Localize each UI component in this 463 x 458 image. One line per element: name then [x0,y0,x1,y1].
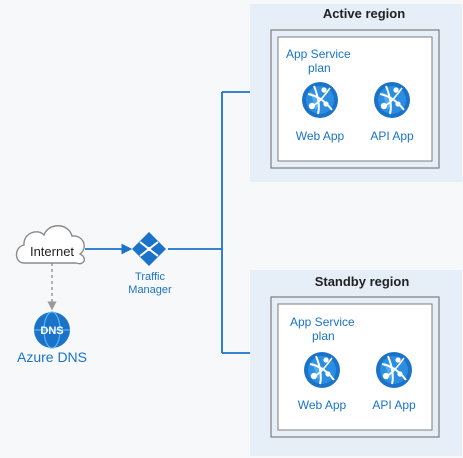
active-web-app-label: Web App [296,129,345,143]
traffic-manager-node: Traffic Manager [128,232,172,296]
standby-region-title: Standby region [315,274,410,289]
internet-label: Internet [30,244,74,259]
standby-api-app-label: API App [372,398,416,412]
standby-plan-box-outer [270,296,440,438]
dns-icon: DNS [34,311,70,349]
active-api-app-label: API App [370,129,414,143]
active-api-app: API App [370,81,414,143]
api-app-icon [375,351,413,389]
standby-plan-title-line2: plan [312,329,335,343]
active-web-app: Web App [296,81,345,143]
dns-label: Azure DNS [17,349,87,365]
connector-lines [47,91,250,354]
cloud-icon [15,225,86,265]
standby-api-app: API App [372,351,416,412]
standby-web-app: Web App [298,351,347,412]
dns-node: DNS Azure DNS [17,311,87,365]
active-plan-title: App Service [286,47,351,61]
traffic-manager-icon [132,232,166,266]
traffic-manager-label-line1: Traffic [135,271,165,283]
active-plan-title-line2: plan [308,61,331,75]
active-region-title: Active region [323,6,405,21]
standby-plan-title: App Service [290,315,355,329]
active-region: Active region App Service plan Web App A… [250,4,462,182]
dns-icon-text: DNS [40,325,63,337]
active-plan-box-outer [270,29,440,169]
standby-web-app-label: Web App [298,398,347,412]
web-app-icon [303,351,341,389]
web-app-icon [301,81,339,119]
standby-region: Standby region App Service plan Web App … [250,270,462,456]
traffic-manager-label-line2: Manager [128,284,172,296]
internet-node: Internet [15,225,86,265]
api-app-icon [373,81,411,119]
